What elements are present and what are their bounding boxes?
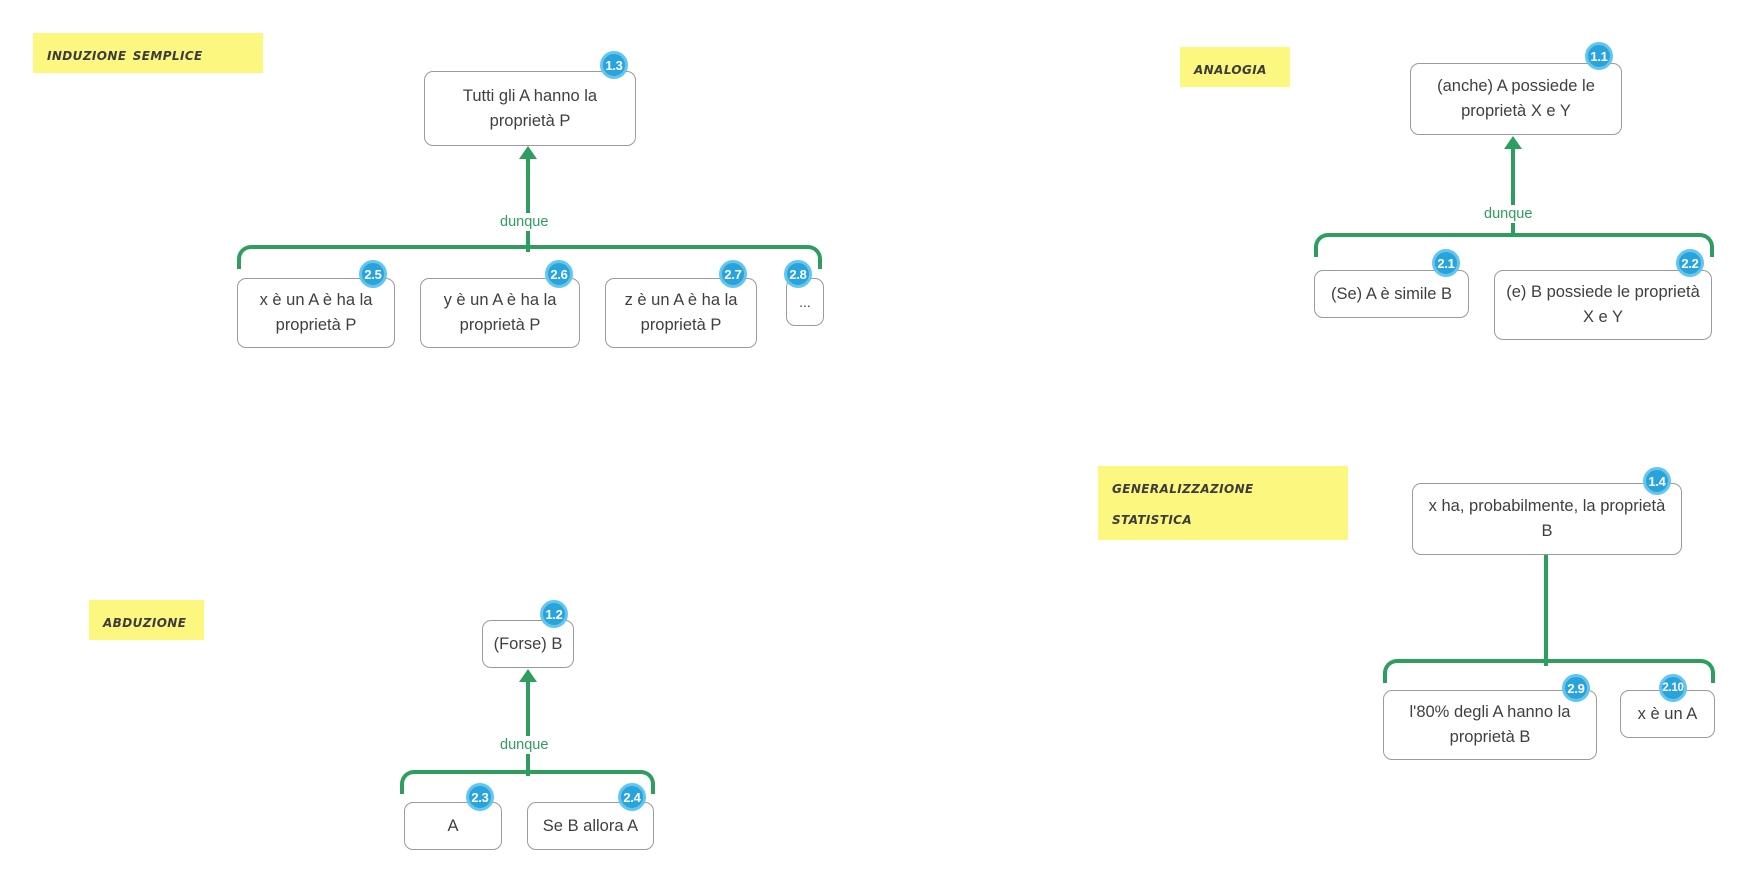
badge-2-10[interactable]: 2.10 bbox=[1659, 674, 1687, 702]
badge-2-4[interactable]: 2.4 bbox=[618, 783, 646, 811]
badge-1-4[interactable]: 1.4 bbox=[1643, 467, 1671, 495]
node-1-2[interactable]: (Forse) B bbox=[482, 620, 574, 668]
badge-2-6[interactable]: 2.6 bbox=[545, 260, 573, 288]
node-1-4[interactable]: x ha, probabilmente, la proprietà B bbox=[1412, 483, 1682, 555]
section-label-generalizzazione-statistica: Generalizzazione statistica bbox=[1098, 466, 1348, 540]
edge-label-abduzione: dunque bbox=[495, 736, 554, 754]
connector-generalizzazione-vertical bbox=[1544, 553, 1548, 666]
node-2-10[interactable]: x è un A bbox=[1620, 690, 1715, 738]
edge-label-induzione: dunque bbox=[495, 213, 554, 231]
connector-abduzione-vertical bbox=[526, 679, 530, 776]
badge-2-1[interactable]: 2.1 bbox=[1432, 249, 1460, 277]
node-2-1[interactable]: (Se) A è simile B bbox=[1314, 270, 1469, 318]
badge-2-2[interactable]: 2.2 bbox=[1676, 249, 1704, 277]
section-label-abduzione: Abduzione bbox=[89, 600, 204, 640]
badge-1-2[interactable]: 1.2 bbox=[540, 600, 568, 628]
connector-analogia-vertical bbox=[1511, 146, 1515, 236]
bracket-induzione bbox=[237, 245, 822, 269]
node-1-3[interactable]: Tutti gli A hanno la proprietà P bbox=[424, 71, 636, 146]
section-label-analogia: Analogia bbox=[1180, 47, 1290, 87]
node-2-2[interactable]: (e) B possiede le proprietà X e Y bbox=[1494, 270, 1712, 340]
bracket-generalizzazione bbox=[1383, 659, 1715, 683]
badge-2-3[interactable]: 2.3 bbox=[466, 783, 494, 811]
bracket-abduzione bbox=[400, 770, 655, 794]
arrowhead-abduzione bbox=[519, 669, 537, 682]
node-1-1[interactable]: (anche) A possiede le proprietà X e Y bbox=[1410, 63, 1622, 135]
edge-label-analogia: dunque bbox=[1479, 205, 1538, 223]
arrowhead-analogia bbox=[1504, 136, 1522, 149]
bracket-analogia bbox=[1314, 233, 1714, 257]
badge-1-1[interactable]: 1.1 bbox=[1585, 42, 1613, 70]
badge-2-9[interactable]: 2.9 bbox=[1562, 674, 1590, 702]
node-2-3[interactable]: A bbox=[404, 802, 502, 850]
arrowhead-induzione bbox=[519, 146, 537, 159]
node-2-6[interactable]: y è un A è ha la proprietà P bbox=[420, 278, 580, 348]
node-2-7[interactable]: z è un A è ha la proprietà P bbox=[605, 278, 757, 348]
badge-2-7[interactable]: 2.7 bbox=[719, 260, 747, 288]
badge-2-8[interactable]: 2.8 bbox=[784, 260, 812, 288]
node-2-5[interactable]: x è un A è ha la proprietà P bbox=[237, 278, 395, 348]
badge-1-3[interactable]: 1.3 bbox=[600, 51, 628, 79]
badge-2-5[interactable]: 2.5 bbox=[359, 260, 387, 288]
connector-induzione-vertical bbox=[526, 156, 530, 252]
node-2-9[interactable]: l'80% degli A hanno la proprietà B bbox=[1383, 690, 1597, 760]
node-2-4[interactable]: Se B allora A bbox=[527, 802, 654, 850]
section-label-induzione-semplice: Induzione semplice bbox=[33, 33, 263, 73]
